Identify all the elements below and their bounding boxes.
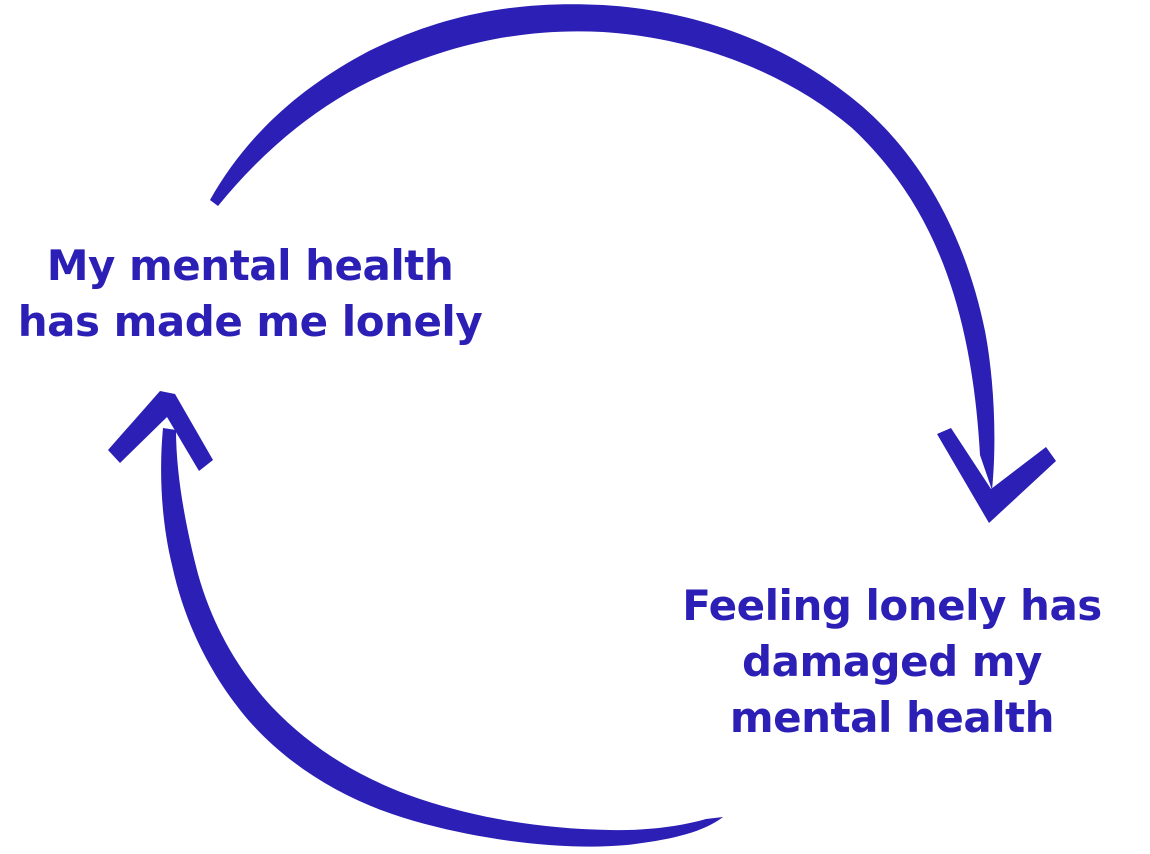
down-arrowhead-icon [937, 428, 1056, 523]
left-statement-line-2: has made me lonely [17, 297, 483, 346]
right-statement-line-2: damaged my [742, 637, 1042, 686]
left-statement-line-1: My mental health [46, 241, 454, 290]
right-statement-line-3: mental health [729, 693, 1055, 742]
right-statement: Feeling lonely has damaged my mental hea… [642, 578, 1142, 746]
left-statement: My mental health has made me lonely [0, 238, 500, 350]
up-arrowhead-icon [108, 391, 213, 471]
right-statement-line-1: Feeling lonely has [682, 581, 1102, 630]
bottom-arc-arrow [161, 428, 723, 847]
